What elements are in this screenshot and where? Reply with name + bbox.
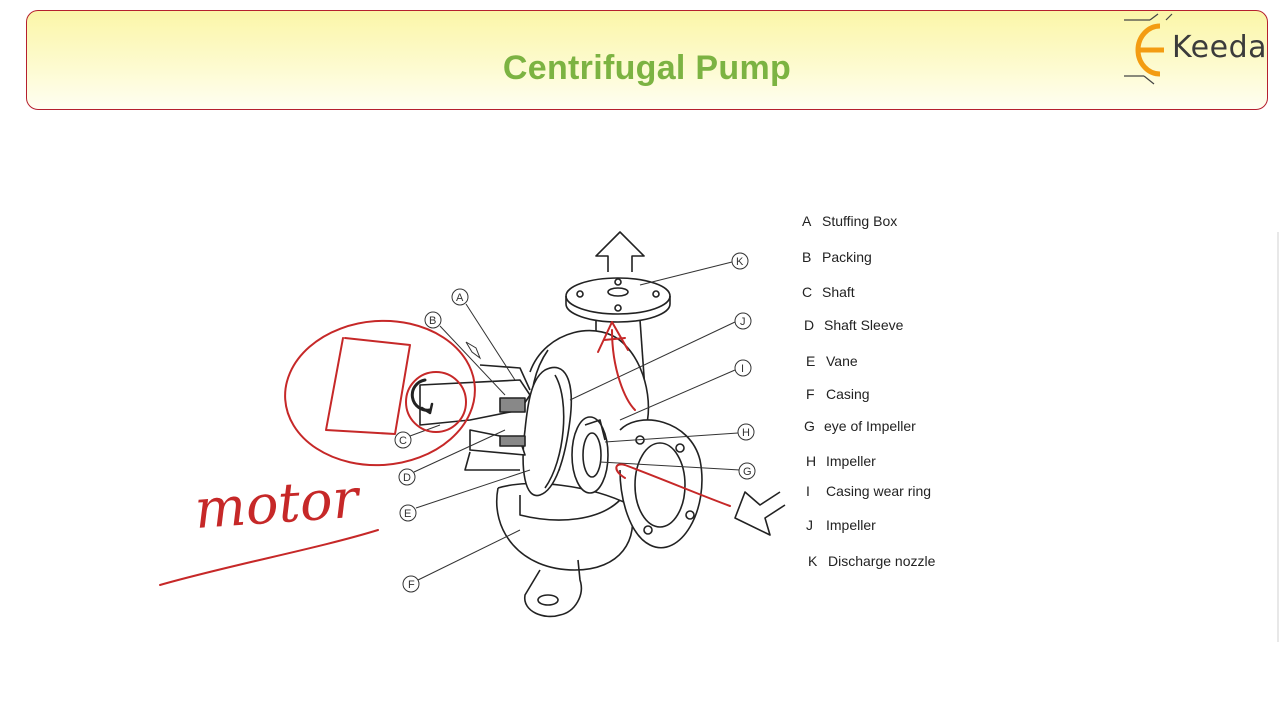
ekeeda-logo <box>1124 13 1173 85</box>
pump-line-art <box>419 231 786 618</box>
callout-c: C <box>399 435 407 447</box>
slide-edge-rule <box>1277 232 1279 642</box>
callout-labels: A B C D E F G H I J K <box>394 252 756 593</box>
callout-j: J <box>740 316 746 328</box>
callout-f: F <box>408 579 415 591</box>
logo-wordmark: Keeda <box>1172 30 1268 65</box>
handwritten-motor: motor <box>193 466 364 540</box>
callout-k: K <box>736 256 744 268</box>
handwritten-annotations <box>159 319 731 586</box>
callout-e: E <box>404 508 411 520</box>
pen-cursor-icon <box>465 341 482 360</box>
callout-g: G <box>743 466 752 478</box>
callout-leaders <box>409 261 741 581</box>
page-title: Centrifugal Pump <box>502 49 792 87</box>
callout-h: H <box>742 427 750 439</box>
callout-b: B <box>429 315 436 327</box>
callout-a: A <box>456 292 464 304</box>
callout-i: I <box>741 363 744 375</box>
callout-d: D <box>403 472 411 484</box>
title-banner: Centrifugal Pump <box>26 10 1268 110</box>
